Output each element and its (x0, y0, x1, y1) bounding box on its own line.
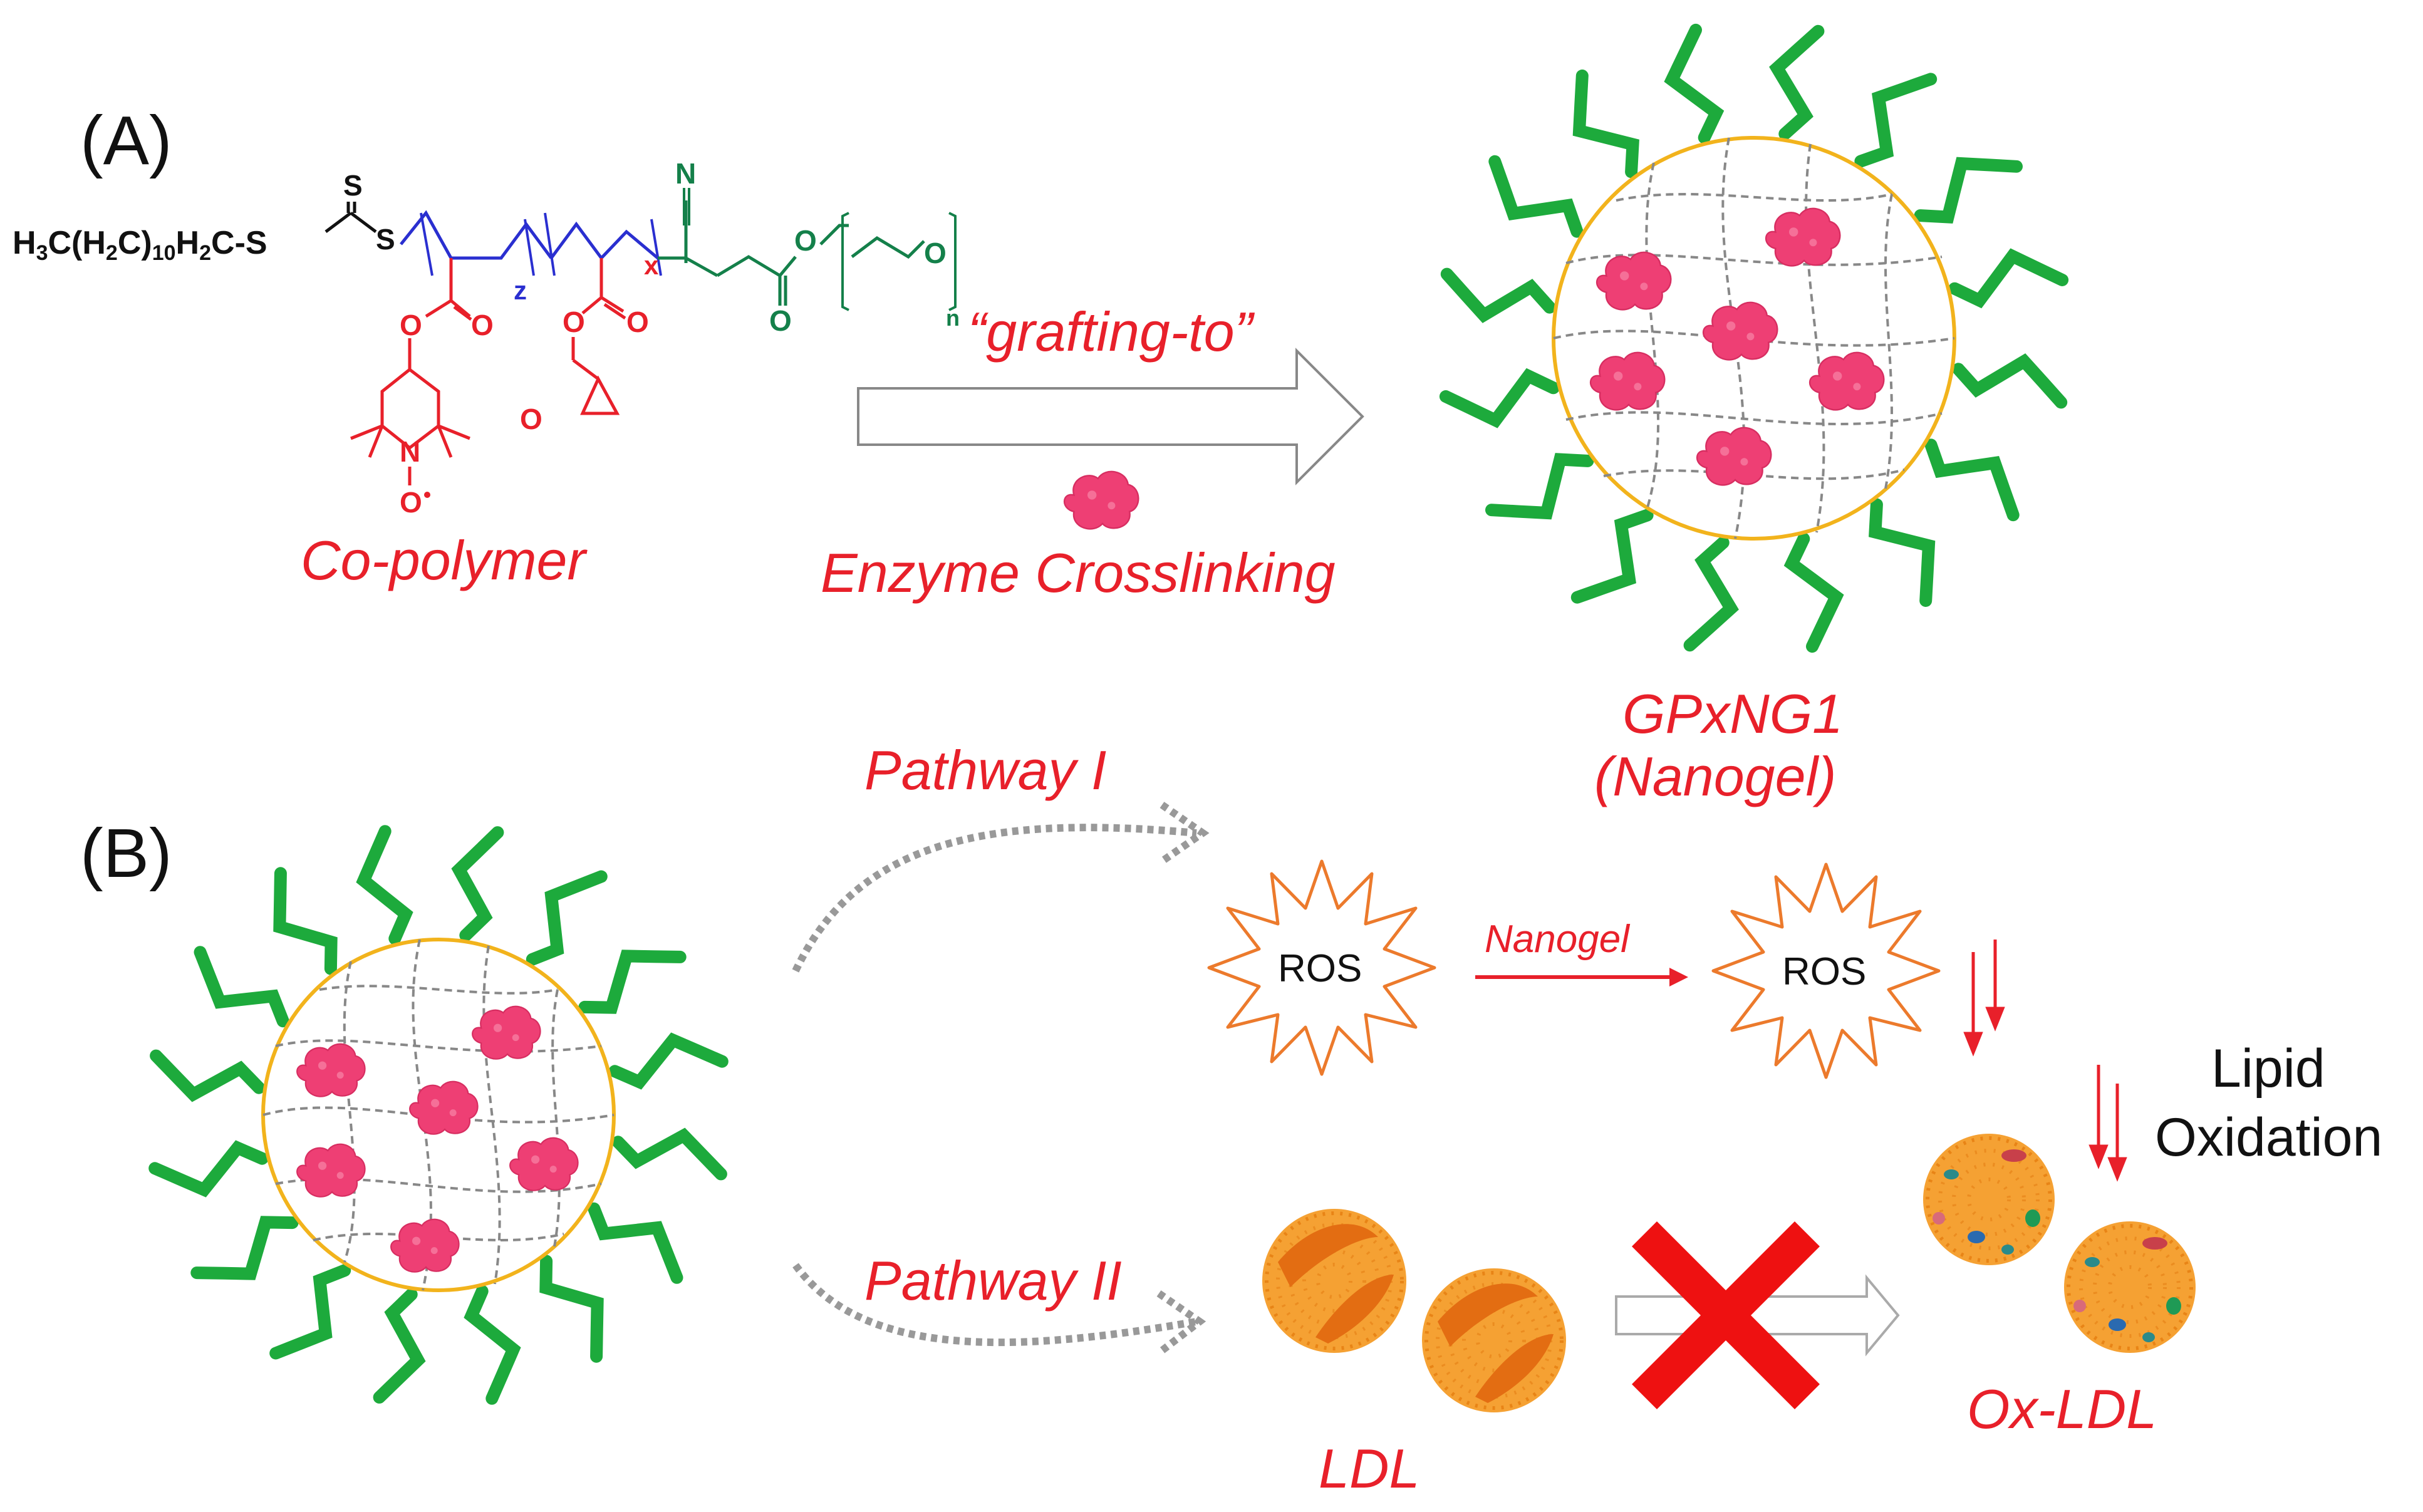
oxygen-6: O (769, 304, 792, 337)
formula-chain-start: H3C(H2C)10H2C-S (13, 225, 267, 265)
nitroxide-o: O (400, 486, 422, 519)
peg-chain (1664, 23, 1725, 144)
enzyme-icon (1063, 470, 1139, 530)
peg-chain (1570, 509, 1654, 604)
lipid-oxidation-arrows (2088, 1065, 2127, 1182)
peg-chain (1439, 368, 1560, 428)
peg-chain (1440, 267, 1556, 323)
grafting-label: “grafting-to” (968, 301, 1255, 363)
oxygen-8: O (924, 237, 947, 269)
nanogel-b (148, 825, 729, 1405)
peg-chain (539, 1255, 604, 1363)
lipid-oxidation-line1: Lipid (2211, 1038, 2325, 1099)
formula-s-top: S (343, 169, 363, 202)
peg-chain (1924, 438, 2020, 522)
lipid-oxidation-line2: Oxidation (2155, 1107, 2382, 1168)
oxygen-epoxide: O (520, 403, 542, 435)
pathway1-arrow (792, 824, 1197, 973)
subscript-x: x (644, 251, 659, 280)
ros-decrease-arrows (1963, 940, 2005, 1057)
grafting-arrow (857, 348, 1364, 485)
peg-chain (269, 1264, 351, 1360)
peg-chain (578, 950, 687, 1014)
nitrile-n: N (675, 157, 696, 190)
nanogel-arrow-label: Nanogel (1485, 918, 1631, 961)
ldl-label: LDL (1319, 1437, 1419, 1499)
oxldl-particle-2 (2064, 1221, 2196, 1353)
ros-burst-1: ROS (1207, 859, 1436, 1076)
copolymer-structure: H3C(H2C)10H2C-S S S z x O O N O (13, 157, 960, 519)
subscript-z: z (514, 276, 527, 305)
ldl-particle-2 (1422, 1268, 1566, 1412)
oxygen-4: O (563, 306, 585, 338)
peg-chain (273, 867, 338, 975)
pathway2-label: Pathway II (864, 1250, 1122, 1312)
oxldl-label: Ox-LDL (1967, 1378, 2157, 1440)
ldl-particle-1 (1262, 1209, 1406, 1353)
panel-a-label: (A) (80, 102, 172, 179)
nitroxide-n: N (400, 435, 420, 468)
peg-chain (148, 1140, 269, 1198)
peg-chain (1783, 532, 1844, 653)
subscript-n: n (946, 305, 960, 331)
peg-chain (373, 1288, 426, 1404)
peg-chain (190, 1216, 299, 1280)
product-label-line2: (Nanogel) (1594, 745, 1836, 807)
ros-label-1: ROS (1278, 947, 1362, 990)
peg-chain (608, 1032, 729, 1090)
formula-s-right: S (376, 223, 395, 256)
oxygen-3: O (626, 306, 649, 338)
copolymer-label: Co-polymer (301, 529, 588, 591)
ros-burst-2: ROS (1711, 862, 1941, 1079)
pathway2-arrow (792, 1263, 1198, 1347)
peg-chain (611, 1127, 727, 1181)
peg-chain (588, 1202, 683, 1284)
peg-chain (1769, 24, 1825, 140)
blocked-x-icon (1632, 1221, 1820, 1409)
peg-chain (1854, 73, 1938, 168)
peg-chain (194, 946, 289, 1028)
peg-chain (150, 1049, 266, 1102)
panel-b-label: (B) (80, 815, 172, 892)
peg-chain (1948, 248, 2069, 309)
ros-label-2: ROS (1782, 950, 1866, 993)
peg-chain (1485, 453, 1594, 520)
peg-chain (1914, 157, 2023, 224)
pathway1-label: Pathway I (864, 739, 1106, 801)
peg-chain (464, 1285, 521, 1405)
peg-chain (1683, 536, 1739, 652)
oxldl-particle-1 (1923, 1134, 2055, 1265)
peg-chain (1952, 353, 2068, 409)
nanogel-a (1439, 23, 2069, 653)
peg-chain (1869, 498, 1936, 607)
peg-chain (451, 826, 504, 942)
product-label-line1: GPxNG1 (1622, 683, 1843, 745)
peg-chain (1488, 155, 1584, 238)
oxygen-1: O (471, 309, 494, 341)
enzyme-crosslinking-label: Enzyme Crosslinking (821, 542, 1336, 604)
peg-chain (1572, 70, 1639, 179)
oxygen-7: O (794, 224, 817, 257)
peg-chain (526, 870, 608, 966)
peg-chain (356, 825, 413, 945)
oxygen-2: O (400, 309, 422, 341)
